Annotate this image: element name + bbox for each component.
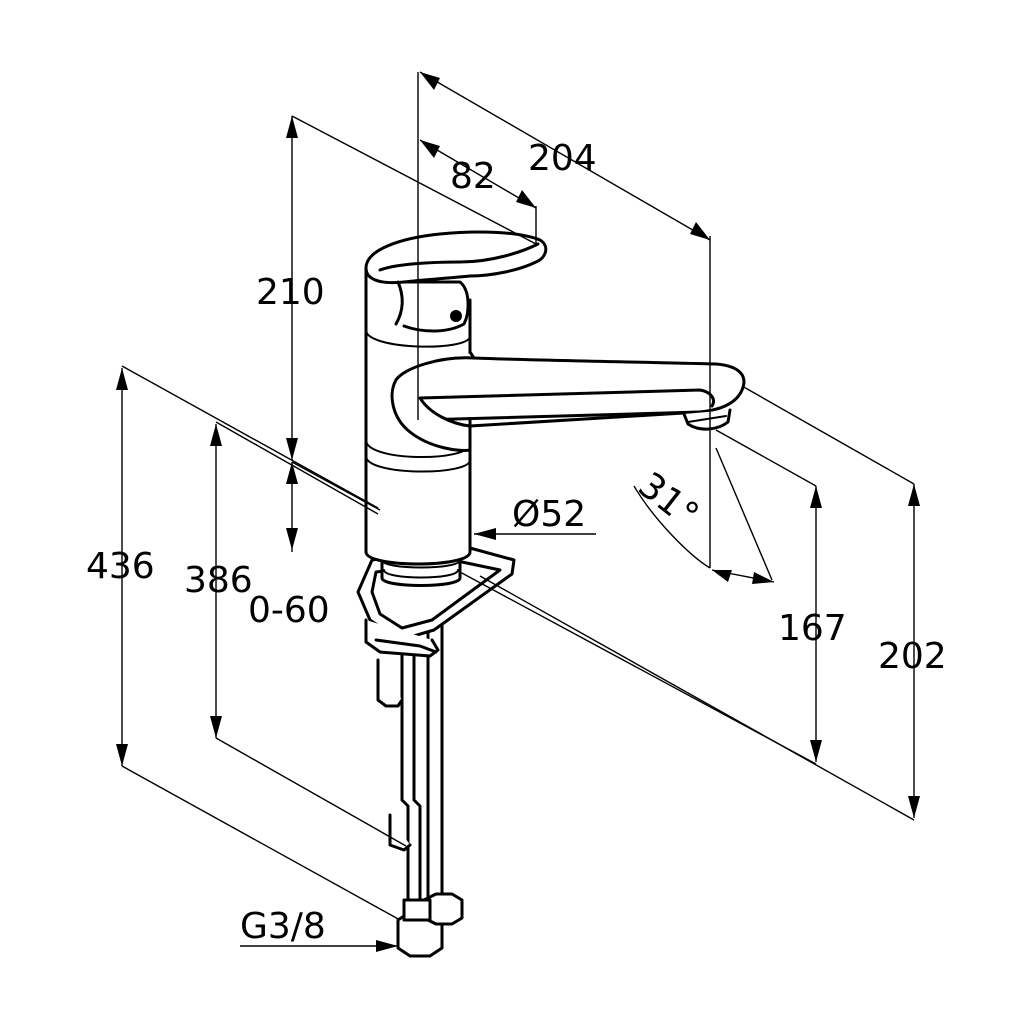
label-diameter: Ø52 — [512, 494, 586, 535]
label-spout-height: 202 — [878, 636, 947, 677]
spout — [390, 350, 746, 452]
label-body-height: 210 — [256, 272, 325, 313]
label-swivel-angle: 31° — [630, 465, 706, 537]
label-spout-reach: 204 — [528, 138, 597, 179]
supply-hoses — [376, 598, 464, 958]
lever-handle — [364, 230, 548, 333]
label-connection: G3/8 — [240, 906, 326, 947]
faucet-illustration — [356, 230, 746, 958]
label-hose-length: 386 — [184, 560, 253, 601]
dimension-lines — [116, 71, 920, 952]
mounting-bracket — [356, 538, 516, 658]
label-deck-thickness: 0-60 — [248, 590, 330, 631]
label-spout-clearance: 167 — [778, 608, 847, 649]
label-total-height: 436 — [86, 546, 155, 587]
label-lever-reach: 82 — [450, 156, 496, 197]
